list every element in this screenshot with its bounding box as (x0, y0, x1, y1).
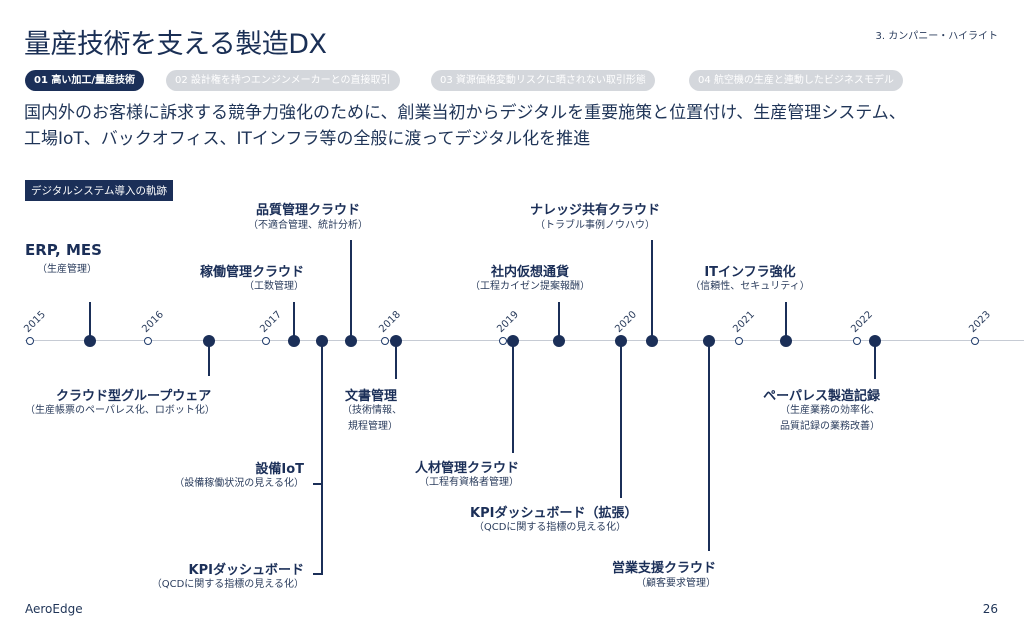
year-label-2016: 2016 (140, 309, 166, 335)
event-erp-dot (84, 335, 96, 347)
event-groupware-connector (208, 341, 210, 376)
event-docs-sub1: （技術情報、 (342, 405, 402, 416)
company-brand: AeroEdge (25, 602, 83, 616)
year-label-2018: 2018 (377, 309, 403, 335)
tab-business-model[interactable]: 04 航空機の生産と連動したビジネスモデル (689, 70, 903, 91)
event-quality-connector (350, 240, 352, 340)
lead-line-1: 国内外のお客様に訴求する競争力強化のために、創業当初からデジタルを重要施策と位置… (24, 103, 906, 123)
event-erp-connector (89, 302, 91, 340)
year-dot-2023 (971, 337, 979, 345)
year-label-2022: 2022 (849, 309, 875, 335)
page-title: 量産技術を支える製造DX (24, 29, 327, 60)
event-quality-dot (345, 335, 357, 347)
event-vdesk-connector (558, 302, 560, 340)
lead-line-2: 工場IoT、バックオフィス、ITインフラ等の全般に渡ってデジタル化を推進 (24, 129, 591, 149)
event-kpi2-sub: （QCDに関する指標の見える化） (473, 522, 627, 533)
event-docs-sub2: 規程管理） (348, 421, 398, 432)
event-sales-title: 営業支援クラウド (611, 561, 716, 576)
event-kadou-title: 稼働管理クラウド (199, 265, 304, 280)
tab-resource-risk[interactable]: 03 資源価格変動リスクに晒されない取引形態 (431, 70, 655, 91)
year-dot-2018 (381, 337, 389, 345)
event-knowledge-sub: （トラブル事例ノウハウ） (535, 220, 655, 231)
event-hr-connector (512, 341, 514, 453)
event-paperless-sub1: （生産業務の効率化、 (780, 405, 880, 416)
event-infra-connector (785, 302, 787, 340)
lead-text: 国内外のお客様に訴求する競争力強化のために、創業当初からデジタルを重要施策と位置… (24, 100, 1004, 152)
event-docs-title: 文書管理 (345, 389, 398, 404)
event-hr-sub: （工程有資格者管理） (419, 477, 519, 488)
event-kpi2-title: KPIダッシュボード（拡張） (470, 506, 638, 521)
event-docs-connector (395, 341, 397, 379)
year-dot-2017 (262, 337, 270, 345)
event-sales-sub: （顧客要求管理） (636, 578, 716, 589)
event-knowledge-dot (646, 335, 658, 347)
event-paperless-title: ペーパレス製造記録 (763, 389, 880, 404)
year-dot-2022 (853, 337, 861, 345)
event-kpi-title: KPIダッシュボード (188, 563, 304, 578)
event-kadou-sub: （工数管理） (244, 281, 304, 292)
event-groupware-dot (203, 335, 215, 347)
year-label-2020: 2020 (613, 309, 639, 335)
section-label: 3. カンパニー・ハイライト (875, 31, 998, 42)
event-knowledge-title: ナレッジ共有クラウド (529, 203, 660, 218)
event-vdesk-dot (553, 335, 565, 347)
event-kpi-sub: （QCDに関する指標の見える化） (151, 579, 304, 590)
year-label-2021: 2021 (731, 309, 757, 335)
event-paperless-connector (874, 341, 876, 379)
year-dot-2015 (26, 337, 34, 345)
event-kpi2-connector (620, 341, 622, 498)
year-dot-2021 (735, 337, 743, 345)
timeline-axis (25, 340, 1024, 341)
event-kadou-connector (293, 302, 295, 340)
event-iot-title: 設備IoT (255, 462, 304, 477)
event-iot-tick (313, 483, 322, 485)
event-erp-sub: （生産管理） (37, 264, 97, 275)
year-label-2017: 2017 (258, 309, 284, 335)
event-knowledge-connector (651, 240, 653, 340)
event-groupware-title: クラウド型グループウェア (56, 389, 212, 404)
page-number: 26 (982, 602, 998, 616)
tab-direct-trade[interactable]: 02 設計権を持つエンジンメーカーとの直接取引 (166, 70, 400, 91)
event-iot-kpi-connector (321, 341, 323, 575)
event-infra-dot (780, 335, 792, 347)
year-dot-2016 (144, 337, 152, 345)
event-infra-sub: （信頼性、セキュリティ） (690, 281, 810, 292)
year-label-2019: 2019 (495, 309, 521, 335)
event-paperless-sub2: 品質記録の業務改善） (780, 421, 880, 432)
event-vdesk-sub: （工程カイゼン提案報酬） (470, 281, 590, 292)
event-kpi-tick (313, 573, 322, 575)
event-iot-sub: （設備稼働状況の見える化） (174, 478, 304, 489)
event-erp-title: ERP, MES (25, 241, 102, 259)
tab-high-processing[interactable]: 01 高い加工/量産技術 (25, 70, 145, 91)
event-hr-title: 人材管理クラウド (414, 461, 519, 476)
event-groupware-sub: （生産帳票のペーパレス化、ロボット化） (25, 405, 215, 416)
event-quality-sub: （不適合管理、統計分析） (248, 220, 368, 231)
year-label-2015: 2015 (22, 309, 48, 335)
year-label-2023: 2023 (967, 309, 993, 335)
event-infra-title: ITインフラ強化 (704, 265, 796, 280)
timeline-badge: デジタルシステム導入の軌跡 (25, 180, 173, 201)
event-quality-title: 品質管理クラウド (255, 203, 360, 218)
event-kadou-dot (288, 335, 300, 347)
event-vdesk-title: 社内仮想通貨 (490, 265, 569, 280)
year-dot-2019 (499, 337, 507, 345)
event-sales-connector (708, 341, 710, 551)
